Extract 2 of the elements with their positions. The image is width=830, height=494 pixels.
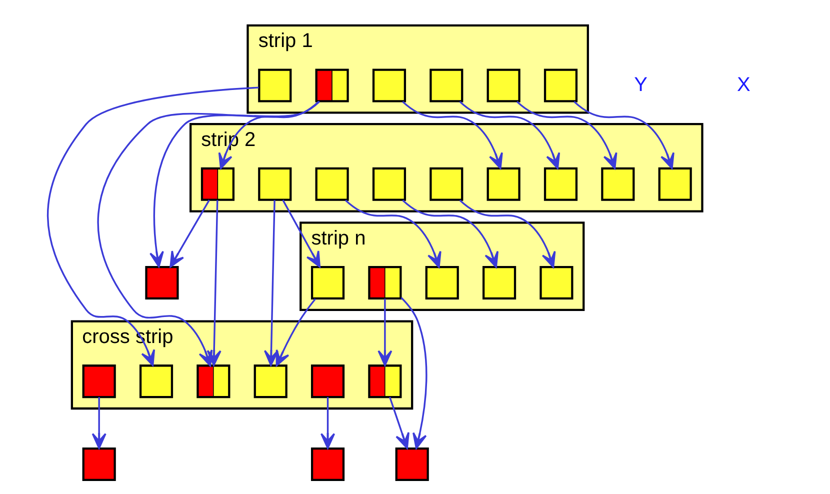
label: Y [634,74,648,96]
label: X [737,74,750,96]
